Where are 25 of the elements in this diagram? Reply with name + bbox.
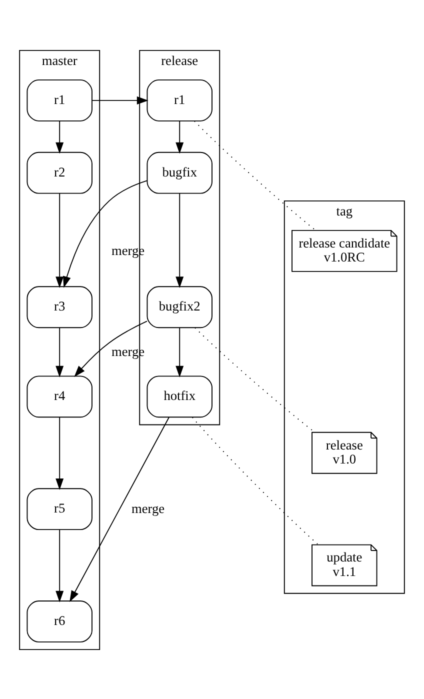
arrow bbox=[176, 192, 184, 288]
arrow bbox=[56, 192, 64, 288]
node-box: bugfix2 bbox=[146, 286, 212, 328]
arrow bbox=[74, 320, 148, 377]
node-box: r6 bbox=[26, 600, 92, 642]
arrow bbox=[92, 96, 148, 104]
arrow bbox=[56, 416, 64, 490]
arrow bbox=[63, 180, 148, 288]
node-box: hotfix bbox=[146, 375, 212, 418]
arrow bbox=[56, 120, 64, 154]
arrow bbox=[176, 120, 184, 154]
arrow bbox=[176, 327, 184, 377]
edge-label: merge bbox=[132, 500, 165, 516]
node-box: r1 bbox=[26, 78, 92, 121]
node-box: r3 bbox=[26, 286, 92, 328]
arrow bbox=[56, 327, 64, 377]
node-box: r1 bbox=[146, 78, 212, 121]
arrow bbox=[70, 416, 170, 602]
arrow bbox=[56, 528, 64, 602]
node-box: r4 bbox=[26, 375, 92, 418]
node-box: bugfix bbox=[146, 151, 212, 194]
connector bbox=[192, 416, 319, 545]
connector bbox=[194, 120, 316, 230]
node-box: r2 bbox=[26, 151, 92, 194]
node-box: r5 bbox=[26, 488, 92, 530]
